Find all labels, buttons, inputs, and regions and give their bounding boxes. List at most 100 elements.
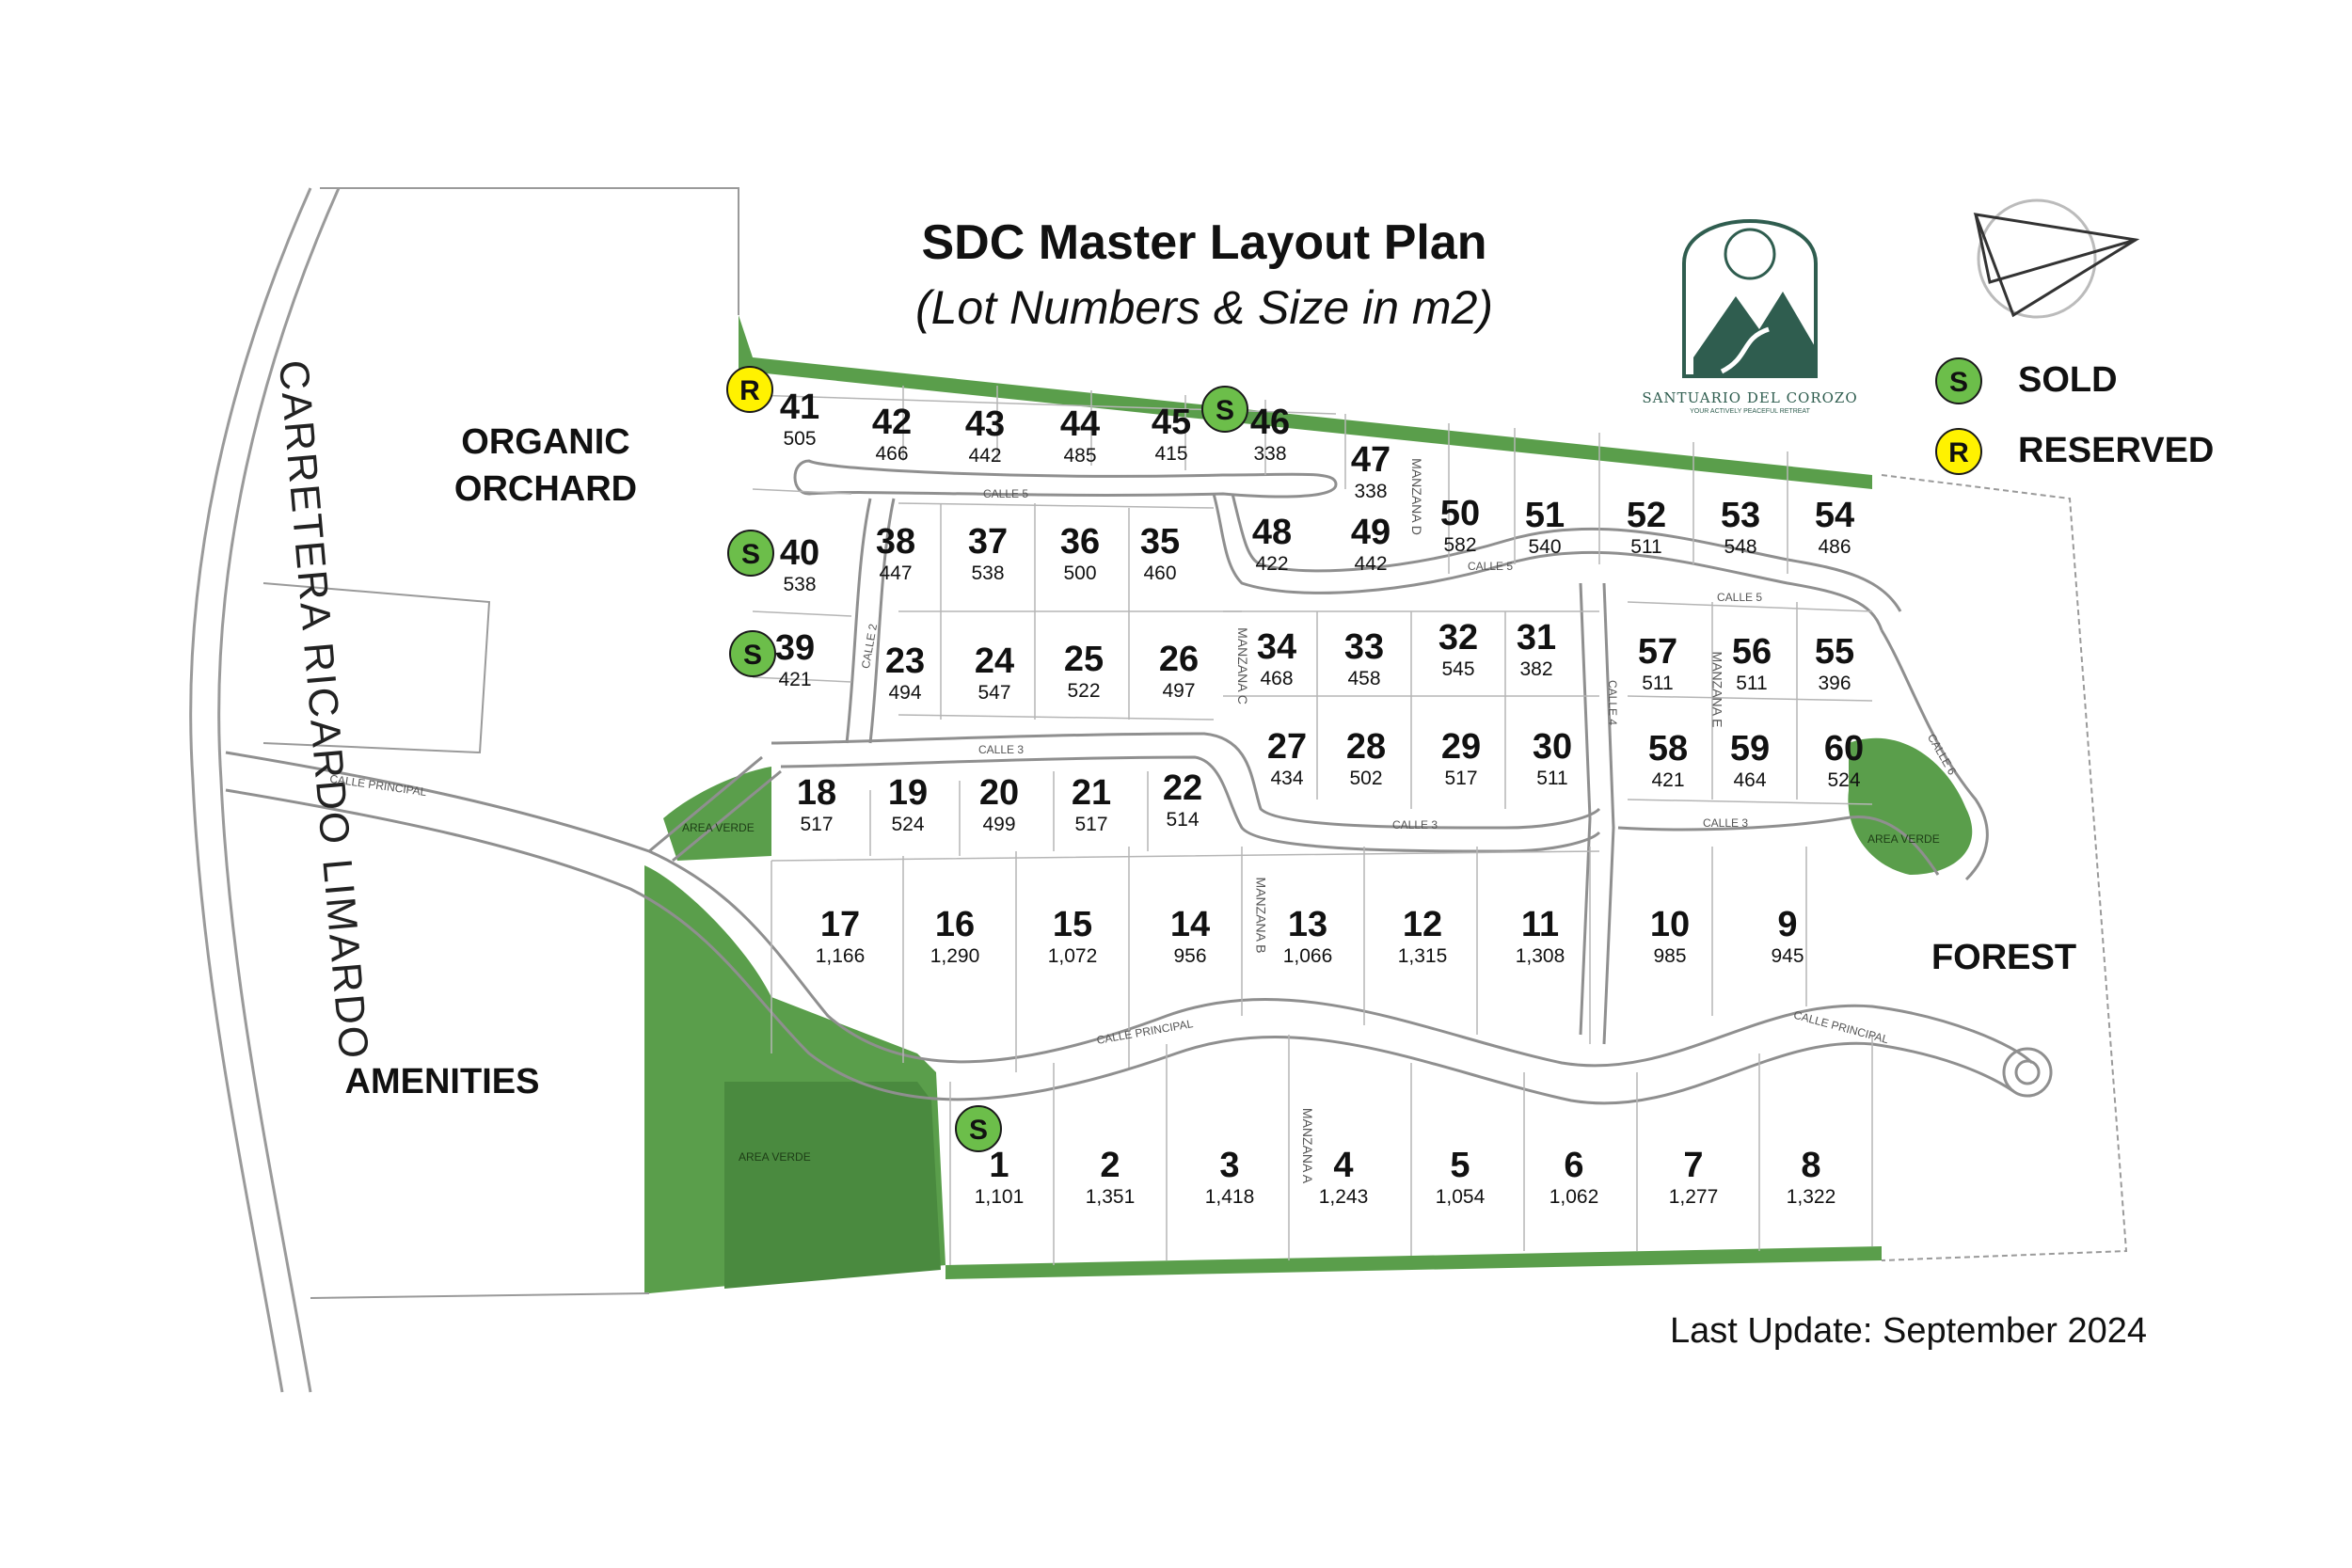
lot-size: 1,062 [1549,1186,1599,1208]
lot-size: 511 [1642,673,1674,694]
legend-reserved-badge: R [1935,428,1982,475]
lot-number: 13 [1287,905,1328,944]
lot-size: 499 [982,814,1016,835]
lot-number: 15 [1052,905,1093,944]
lot-number: 47 [1350,440,1391,480]
lot-size: 486 [1818,536,1851,558]
lot-number: 32 [1438,618,1479,657]
lot-size: 494 [888,682,922,704]
lot-number: 55 [1814,632,1855,672]
calle-5-label: CALLE 5 [1468,560,1514,573]
lot-number: 42 [871,403,913,442]
amenities-label: AMENITIES [344,1062,540,1101]
lot-number: 57 [1637,632,1678,672]
lot-number: 36 [1059,522,1101,562]
calle-3-far-east-label: CALLE 3 [1703,816,1749,830]
lot-number: 41 [779,388,820,427]
lot-size: 1,072 [1047,945,1098,967]
lot-size: 422 [1255,553,1289,575]
lot-size: 382 [1519,658,1553,680]
lot-number: 14 [1169,905,1211,944]
carretera-road [189,187,341,1393]
lot-number: 33 [1343,627,1385,667]
lot-number: 46 [1249,403,1291,442]
lot-number: 19 [887,773,929,813]
area-verde-triangle-label: AREA VERDE [682,821,755,834]
lot-size: 447 [879,562,913,584]
lot-size: 505 [783,428,817,450]
organic-orchard-label: ORGANIC ORCHARD [453,422,638,509]
lot-size: 497 [1162,680,1196,702]
lot-number: 28 [1345,727,1387,767]
last-update: Last Update: September 2024 [1670,1311,2148,1351]
lot-number: 21 [1071,773,1112,813]
lot-size: 517 [1444,768,1478,789]
lot-number: 54 [1814,496,1855,535]
north-green-strip [739,315,1872,489]
lot-number: 30 [1532,727,1573,767]
lot-size: 524 [1827,769,1861,791]
lot-size: 442 [1354,553,1388,575]
